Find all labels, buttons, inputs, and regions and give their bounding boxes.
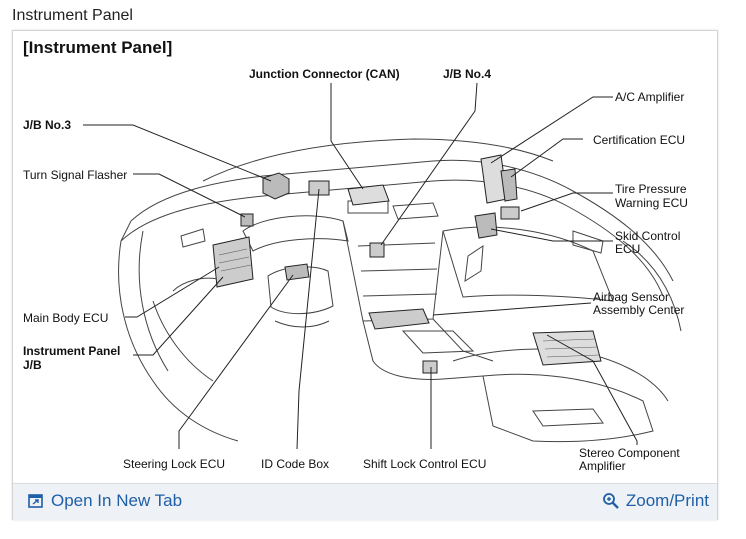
label-skid-control-1: Skid Control [615, 229, 680, 243]
label-skid-control-2: ECU [615, 242, 640, 256]
label-turn-signal-flasher: Turn Signal Flasher [23, 168, 127, 182]
shift-lock-ecu-part [422, 360, 438, 374]
label-id-code-box: ID Code Box [261, 457, 329, 471]
diagram-card: [Instrument Panel] [12, 30, 718, 520]
label-tire-pressure-1: Tire Pressure [615, 182, 687, 196]
instrument-panel-diagram: [Instrument Panel] [23, 38, 688, 473]
label-certification-ecu: Certification ECU [593, 133, 685, 147]
tire-pressure-ecu-part [500, 206, 520, 220]
magnifier-icon [602, 493, 619, 509]
instrument-panel-jb-part [212, 236, 254, 288]
airbag-sensor-part [368, 308, 430, 330]
diagram-heading: [Instrument Panel] [23, 38, 172, 57]
label-ac-amplifier: A/C Amplifier [615, 90, 684, 104]
open-in-new-tab-label: Open In New Tab [51, 491, 183, 510]
label-tire-pressure-2: Warning ECU [615, 196, 688, 210]
label-main-body-ecu: Main Body ECU [23, 311, 108, 325]
label-airbag-1: Airbag Sensor [593, 290, 669, 304]
leader-lines [83, 82, 638, 450]
label-shift-lock-ecu: Shift Lock Control ECU [363, 457, 486, 471]
label-jb-no4: J/B No.4 [443, 67, 491, 81]
label-steering-lock-ecu: Steering Lock ECU [123, 457, 225, 471]
id-box-part [308, 180, 330, 196]
diagram-footer: Open In New Tab Zoom/Print [13, 483, 717, 520]
label-instrument-panel-jb-2: J/B [23, 358, 42, 372]
skid-control-ecu-part [474, 212, 498, 239]
zoom-print-link[interactable]: Zoom/Print [602, 491, 709, 511]
jb-no3-part [262, 172, 290, 200]
page-title: Instrument Panel [12, 7, 133, 24]
open-in-new-tab-icon [28, 494, 43, 508]
label-airbag-2: Assembly Center [593, 303, 684, 317]
label-junction-connector: Junction Connector (CAN) [249, 67, 400, 81]
label-group: Junction Connector (CAN) J/B No.4 A/C Am… [23, 67, 688, 473]
label-stereo-2: Amplifier [579, 459, 626, 473]
label-jb-no3: J/B No.3 [23, 118, 71, 132]
component-parts [212, 154, 602, 374]
label-stereo-1: Stereo Component [579, 446, 680, 460]
jb-no4-part [369, 242, 385, 258]
zoom-print-label: Zoom/Print [625, 491, 709, 510]
steering-lock-part [284, 263, 310, 281]
junction-connector-part [347, 184, 390, 206]
label-instrument-panel-jb-1: Instrument Panel [23, 344, 120, 358]
open-in-new-tab-link[interactable]: Open In New Tab [27, 491, 182, 511]
certification-ecu-part [500, 168, 518, 202]
